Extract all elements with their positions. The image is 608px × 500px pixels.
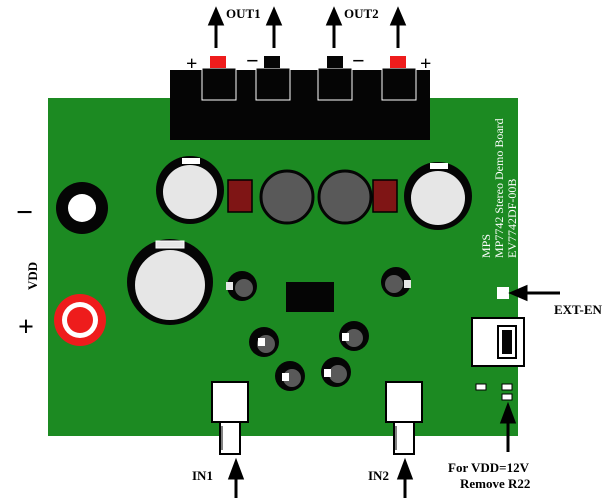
- vdd-minus-sign: −: [16, 196, 33, 229]
- terminal-post-4: [381, 67, 417, 101]
- board-text-model: MP7742 Stereo Demo Board: [492, 118, 506, 258]
- input-connector-1: [211, 381, 249, 455]
- small-cap-4: [339, 321, 369, 351]
- note-remove-r22: Remove R22: [460, 476, 530, 491]
- r22-pads: [475, 383, 513, 401]
- switch: [471, 317, 525, 367]
- input-arrows: [227, 457, 414, 498]
- vdd-minus-terminal-hole: [68, 194, 96, 222]
- small-cap-3: [249, 327, 279, 357]
- out2-label: OUT2: [344, 6, 379, 21]
- terminal-sign-2: −: [246, 48, 259, 73]
- board-text-mps: MPS: [479, 234, 493, 258]
- in2-label: IN2: [368, 468, 389, 483]
- vdd-plus-terminal-hole: [67, 307, 93, 333]
- red-pin-4: [390, 56, 406, 68]
- terminal-post-2: [255, 67, 291, 101]
- vdd-plus-sign: +: [18, 312, 34, 343]
- coil-left: [259, 169, 315, 225]
- r22-arrow: [499, 401, 517, 452]
- black-pin-3: [327, 56, 343, 68]
- terminal-post-1: [201, 67, 237, 101]
- vdd-label: VDD: [25, 262, 40, 290]
- board-silkscreen: MPS MP7742 Stereo Demo Board EV7742DF-00…: [479, 118, 519, 258]
- capacitor-top-right: [404, 162, 472, 230]
- output-terminals: [201, 56, 417, 101]
- coil-right: [317, 169, 373, 225]
- small-cap-1: [226, 271, 257, 301]
- in1-label: IN1: [192, 468, 213, 483]
- ic-chip: [286, 282, 334, 312]
- output-arrows: [207, 6, 407, 48]
- board-text-part: EV7742DF-00B: [505, 179, 519, 258]
- black-pin-2: [264, 56, 280, 68]
- inductor-left: [227, 179, 253, 213]
- capacitor-top-left: [156, 156, 224, 224]
- capacitor-input: [127, 239, 213, 325]
- ext-en-label: EXT-EN: [554, 302, 603, 317]
- ext-en-pad: [497, 287, 509, 299]
- inductor-right: [372, 179, 398, 213]
- terminal-sign-3: −: [352, 48, 365, 73]
- out1-label: OUT1: [226, 6, 261, 21]
- input-connector-2: [385, 381, 423, 455]
- red-pin-1: [210, 56, 226, 68]
- small-cap-5: [275, 361, 305, 391]
- note-vdd-12v: For VDD=12V: [448, 460, 530, 475]
- ext-en-arrow: [508, 284, 560, 302]
- small-cap-2: [381, 267, 411, 297]
- terminal-sign-4: +: [420, 53, 431, 75]
- terminal-post-3: [317, 67, 353, 101]
- terminal-sign-1: +: [186, 53, 197, 75]
- small-cap-6: [321, 357, 351, 387]
